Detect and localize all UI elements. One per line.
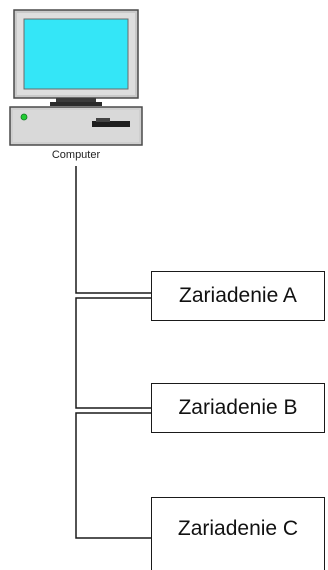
computer-icon — [9, 9, 143, 146]
device-box-b: Zariadenie B — [151, 383, 325, 433]
link-computer-to-a — [75, 166, 151, 294]
connection-lines — [75, 166, 151, 539]
device-label-a: Zariadenie A — [179, 284, 297, 307]
device-label-c: Zariadenie C — [177, 517, 299, 540]
device-box-a: Zariadenie A — [151, 271, 325, 321]
link-b-to-c — [75, 412, 151, 539]
monitor-screen — [23, 18, 129, 90]
device-label-b: Zariadenie B — [178, 396, 298, 419]
power-led-icon — [20, 113, 28, 121]
link-a-to-b — [75, 297, 151, 409]
drive-slot-icon — [92, 121, 130, 127]
device-box-c: Zariadenie C — [151, 497, 325, 570]
computer-label: Computer — [51, 149, 101, 161]
